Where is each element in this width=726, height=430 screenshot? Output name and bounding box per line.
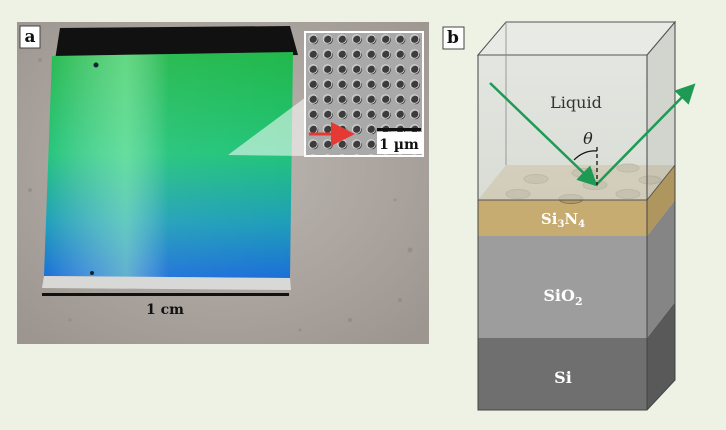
stack-outline <box>477 22 676 411</box>
sio2-layer <box>478 200 675 338</box>
sio2-label: SiO2 <box>543 286 582 308</box>
chip-scale-label: 1 cm <box>146 302 184 318</box>
inset-scale-label: 1 µm <box>379 137 419 153</box>
panel-b-letter-box <box>442 26 465 50</box>
chip-defect <box>90 271 94 275</box>
zoom-beam <box>228 97 306 156</box>
angle-arc <box>573 150 598 161</box>
si3n4-label: Si3N4 <box>541 210 585 230</box>
incident-beam <box>489 82 598 187</box>
chip-edge <box>42 276 291 290</box>
chip-highlight <box>44 52 293 278</box>
chip-shadow <box>55 26 298 60</box>
panel-b: b <box>442 20 696 411</box>
panel-a-letter: a <box>24 27 35 47</box>
reflected-beam <box>595 83 696 186</box>
chip-defect <box>93 62 99 68</box>
liquid-label: Liquid <box>550 93 602 112</box>
panel-b-letter: b <box>447 28 459 48</box>
chip-scale-bar <box>42 293 289 296</box>
angle-label: θ <box>583 129 593 148</box>
inset-scale-bar <box>377 128 421 131</box>
liquid-volume <box>476 20 677 202</box>
sem-inset: 1 µm <box>304 31 424 157</box>
si-label: Si <box>554 368 572 387</box>
panel-a-letter-box <box>19 25 41 49</box>
panel-a: 1 cm 1 µm a <box>17 22 429 344</box>
stone-texture <box>28 58 413 332</box>
